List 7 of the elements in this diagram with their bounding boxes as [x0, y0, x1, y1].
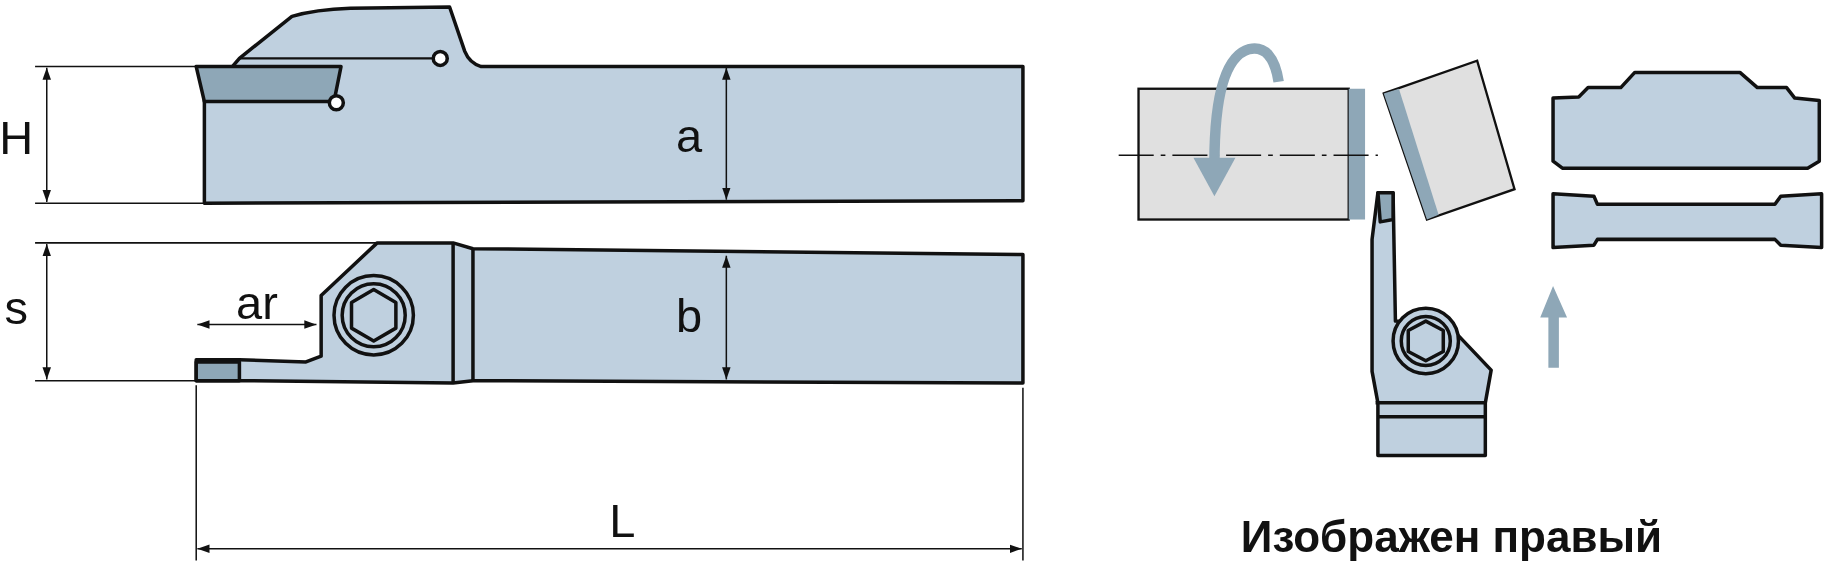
dimension-label: L — [609, 496, 636, 544]
dimension-label: ar — [236, 278, 278, 326]
dimension-label: s — [4, 283, 29, 331]
dimension-label: b — [675, 291, 702, 339]
dimension-label: a — [675, 111, 702, 159]
dimension-label: H — [0, 113, 34, 161]
caption-text: Изображен правый — [1240, 515, 1663, 560]
